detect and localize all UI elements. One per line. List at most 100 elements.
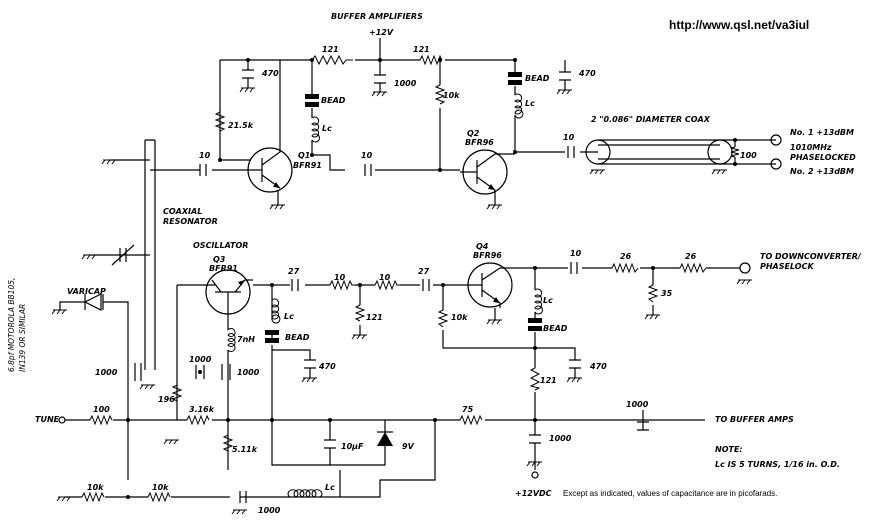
resistor-r10k-d (147, 491, 171, 503)
bead-d-2 (265, 338, 279, 343)
r10k-b-label: 10k (451, 313, 468, 322)
downconverter-label-1: TO DOWNCONVERTER/ (760, 252, 862, 261)
resistors (81, 54, 740, 503)
c470-b-label: 470 (578, 69, 596, 78)
r10-a-label: 10 (334, 273, 346, 282)
resistor-r26-b (679, 262, 707, 274)
footer-note: Except as indicated, values of capacitan… (563, 489, 777, 498)
bead-b (508, 72, 522, 77)
c470-c-label: 470 (318, 362, 336, 371)
capacitor-c10-c (567, 146, 575, 158)
note-head: NOTE: (715, 445, 743, 454)
varicap-note-1: 6.8pf MOTOROLA BB105, (7, 278, 16, 372)
r10k-c-label: 10k (87, 483, 104, 492)
capacitors (134, 69, 649, 503)
q1-label: Q1 (298, 151, 310, 160)
oscillator-title: OSCILLATOR (193, 241, 248, 250)
to-buffer-amps-label: TO BUFFER AMPS (715, 415, 794, 424)
ground-18 (56, 496, 72, 502)
ground-4 (486, 204, 502, 210)
inductor-lc-a (311, 116, 320, 143)
downconverter-label-2: PHASELOCK (760, 262, 814, 271)
bead-d-label: BEAD (285, 333, 310, 342)
transistor-q3 (205, 269, 253, 315)
coaxial-label: COAXIAL (163, 207, 202, 216)
ground-8 (139, 384, 155, 390)
lc-a-label: Lc (322, 124, 332, 133)
r26-a-label: 26 (620, 252, 632, 261)
c10-c-label: 10 (563, 133, 575, 142)
transistor-q1 (245, 60, 293, 193)
ground-19 (589, 169, 605, 175)
r10k-a-label: 10k (443, 91, 460, 100)
resistor-r75 (459, 414, 483, 426)
lc-b-label: Lc (525, 99, 535, 108)
supply-bottom-label: +12VDC (515, 489, 552, 498)
r3k16-label: 3.16k (189, 405, 215, 414)
url-text: http://www.qsl.net/va3iul (669, 18, 809, 32)
ground-2 (556, 89, 572, 95)
ground-11 (351, 334, 367, 340)
ground-20 (711, 169, 727, 175)
c1000-e-label: 1000 (626, 400, 649, 409)
inductor-l7nh (227, 328, 236, 352)
transistors (205, 60, 535, 315)
transistor-q2 (460, 149, 515, 195)
ground-13 (566, 377, 582, 383)
capacitor-c470-c (304, 359, 316, 369)
ground-symbols (51, 87, 752, 515)
capacitor-c470-a (242, 69, 254, 79)
c1000-g-label: 1000 (258, 506, 281, 515)
r121-d-label: 121 (540, 376, 557, 385)
capacitor-c1000-e (637, 421, 649, 431)
inductor-lc-b (514, 93, 524, 119)
r10k-d-label: 10k (152, 483, 169, 492)
capacitor-c1000-a (374, 74, 386, 84)
capacitor-c27-a (291, 279, 299, 291)
transistor-q4 (465, 262, 535, 308)
r121-a-label: 121 (322, 45, 339, 54)
resistor-r100-b (89, 414, 113, 426)
resistor-r10k-b (437, 309, 449, 328)
resistor-r10k-c (81, 491, 105, 503)
varicap-note-2: IN139 OR SIMILAR (18, 304, 27, 372)
junction-dots (126, 58, 737, 499)
resistor-r26-a (611, 262, 639, 274)
q2-label: Q2 (467, 129, 480, 138)
lc-e-label: Lc (325, 483, 335, 492)
capacitor-c470-b (559, 71, 571, 81)
resistor-r121-c (354, 304, 366, 322)
capacitor-c10-a (199, 164, 207, 176)
c10-d-label: 10 (570, 249, 582, 258)
varicap-diode (83, 293, 102, 311)
bead-d (265, 330, 279, 335)
inductor-lc-d (271, 298, 281, 324)
c470-a-label: 470 (261, 69, 279, 78)
bead-a (305, 94, 319, 99)
bead-b-2 (508, 80, 522, 85)
r100-b-label: 100 (93, 405, 110, 414)
l7nh-label: 7nH (237, 335, 255, 344)
ground-1 (371, 91, 387, 97)
ground-10 (301, 377, 317, 383)
resistor-r10-b (374, 279, 400, 291)
c10-a-label: 10 (199, 151, 211, 160)
ground-17 (231, 509, 247, 515)
r121-c-label: 121 (366, 313, 383, 322)
phase-label-1: 1010MHz (790, 143, 832, 152)
capacitor-c1000-d (221, 364, 231, 380)
resistor-r5k11 (222, 434, 234, 452)
capacitor-c1000-c (195, 365, 205, 379)
capacitor-c27-b (422, 279, 430, 291)
diodes (83, 244, 393, 446)
resonator-label: RESONATOR (163, 217, 218, 226)
resistor-r196 (171, 384, 183, 402)
resistor-r10-a (329, 279, 355, 291)
inductor-lc-e (287, 489, 323, 498)
ground-15 (736, 279, 752, 285)
ground-0 (239, 87, 255, 93)
r26-b-label: 26 (685, 252, 697, 261)
capacitor-c1000-b (134, 363, 142, 381)
bead-c (528, 318, 542, 323)
